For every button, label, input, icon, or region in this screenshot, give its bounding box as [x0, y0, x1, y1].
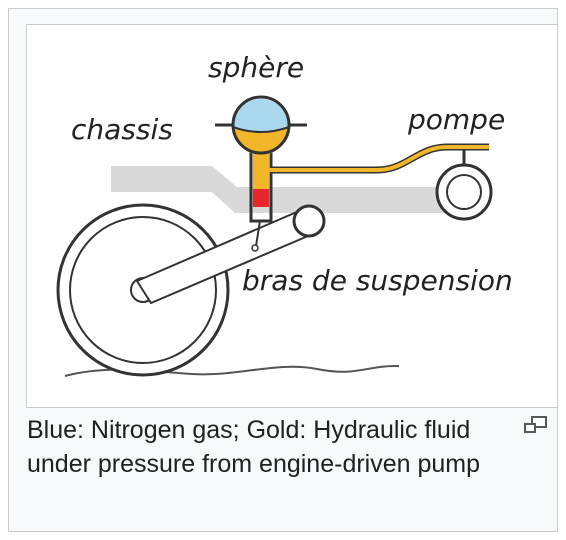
suspension-diagram: sphère chassis pompe bras de suspension	[56, 51, 513, 377]
figure-image[interactable]: sphère chassis pompe bras de suspension	[26, 24, 558, 408]
cylinder-body	[249, 149, 273, 223]
sphere-outline	[231, 95, 291, 155]
piston-rod	[255, 220, 261, 247]
sphere-gas	[233, 99, 289, 132]
figure-caption: Blue: Nitrogen gas; Gold: Hydraulic flui…	[27, 416, 481, 478]
cylinder-piston	[253, 189, 269, 207]
label-pump: pompe	[407, 103, 505, 136]
rod-pin	[251, 244, 259, 252]
arm-pivot	[292, 204, 326, 238]
label-sphere: sphère	[208, 51, 304, 84]
label-chassis: chassis	[71, 113, 173, 146]
magnify-clip-icon[interactable]	[523, 415, 549, 435]
figure-frame: sphère chassis pompe bras de suspension …	[8, 8, 558, 532]
chassis-frame	[111, 166, 482, 213]
pump-inner	[446, 174, 482, 210]
wheel-inner	[69, 216, 217, 364]
hydraulic-line-fluid	[269, 145, 489, 172]
label-suspension-arm: bras de suspension	[242, 264, 513, 297]
cylinder-fluid	[253, 149, 269, 189]
sphere-membrane	[232, 126, 290, 133]
